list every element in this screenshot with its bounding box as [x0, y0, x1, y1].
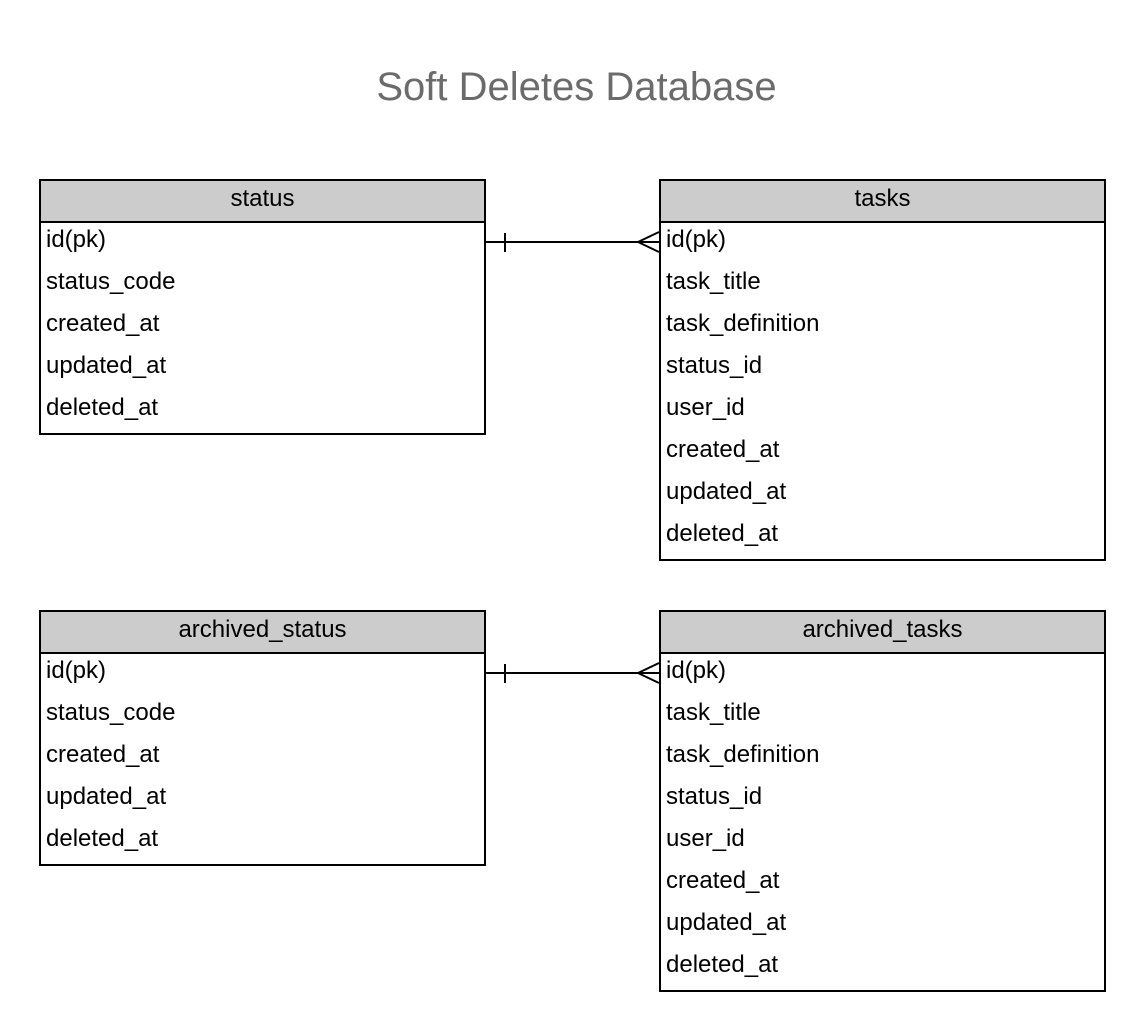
entity-attribute: deleted_at — [46, 394, 159, 421]
entity-header: archived_tasks — [661, 612, 1104, 654]
entity-attribute: task_definition — [666, 310, 820, 337]
entity-archived-tasks[interactable]: archived_tasks id(pk) task_title task_de… — [659, 610, 1106, 992]
entity-attribute: status_id — [666, 352, 763, 379]
entity-attribute: created_at — [666, 867, 780, 894]
entity-attribute: id(pk) — [666, 226, 727, 253]
many-marker-lower — [637, 241, 660, 253]
entity-attribute: task_title — [666, 268, 761, 295]
entity-attribute: updated_at — [666, 478, 787, 505]
many-marker-lower — [637, 672, 660, 684]
diagram-title: Soft Deletes Database — [376, 65, 777, 109]
entity-attribute: status_code — [46, 699, 176, 726]
entity-attribute: id(pk) — [46, 226, 107, 253]
entity-attribute: updated_at — [666, 909, 787, 936]
entity-attribute: id(pk) — [666, 657, 727, 684]
entity-attribute: id(pk) — [46, 657, 107, 684]
entity-status[interactable]: status id(pk) status_code created_at upd… — [39, 179, 486, 435]
entity-attribute: deleted_at — [666, 951, 779, 978]
entity-attribute: user_id — [666, 825, 745, 852]
entity-header: archived_status — [41, 612, 484, 654]
entity-attribute: created_at — [46, 741, 160, 768]
relationship-archived-status-archived-tasks[interactable] — [484, 662, 660, 684]
entity-attribute: deleted_at — [46, 825, 159, 852]
entity-attribute: created_at — [666, 436, 780, 463]
many-marker-upper — [637, 662, 660, 674]
entity-attribute: status_id — [666, 783, 763, 810]
entity-header: tasks — [661, 181, 1104, 223]
entity-attribute: created_at — [46, 310, 160, 337]
entity-attribute: updated_at — [46, 352, 167, 379]
entity-attribute: updated_at — [46, 783, 167, 810]
entity-attribute: deleted_at — [666, 520, 779, 547]
many-marker-upper — [637, 231, 660, 243]
entity-attribute: status_code — [46, 268, 176, 295]
entity-archived-status[interactable]: archived_status id(pk) status_code creat… — [39, 610, 486, 866]
entity-header: status — [41, 181, 484, 223]
entity-attribute: task_definition — [666, 741, 820, 768]
entity-attribute: task_title — [666, 699, 761, 726]
entity-tasks[interactable]: tasks id(pk) task_title task_definition … — [659, 179, 1106, 561]
relationship-status-tasks[interactable] — [484, 231, 660, 253]
entity-attribute: user_id — [666, 394, 745, 421]
